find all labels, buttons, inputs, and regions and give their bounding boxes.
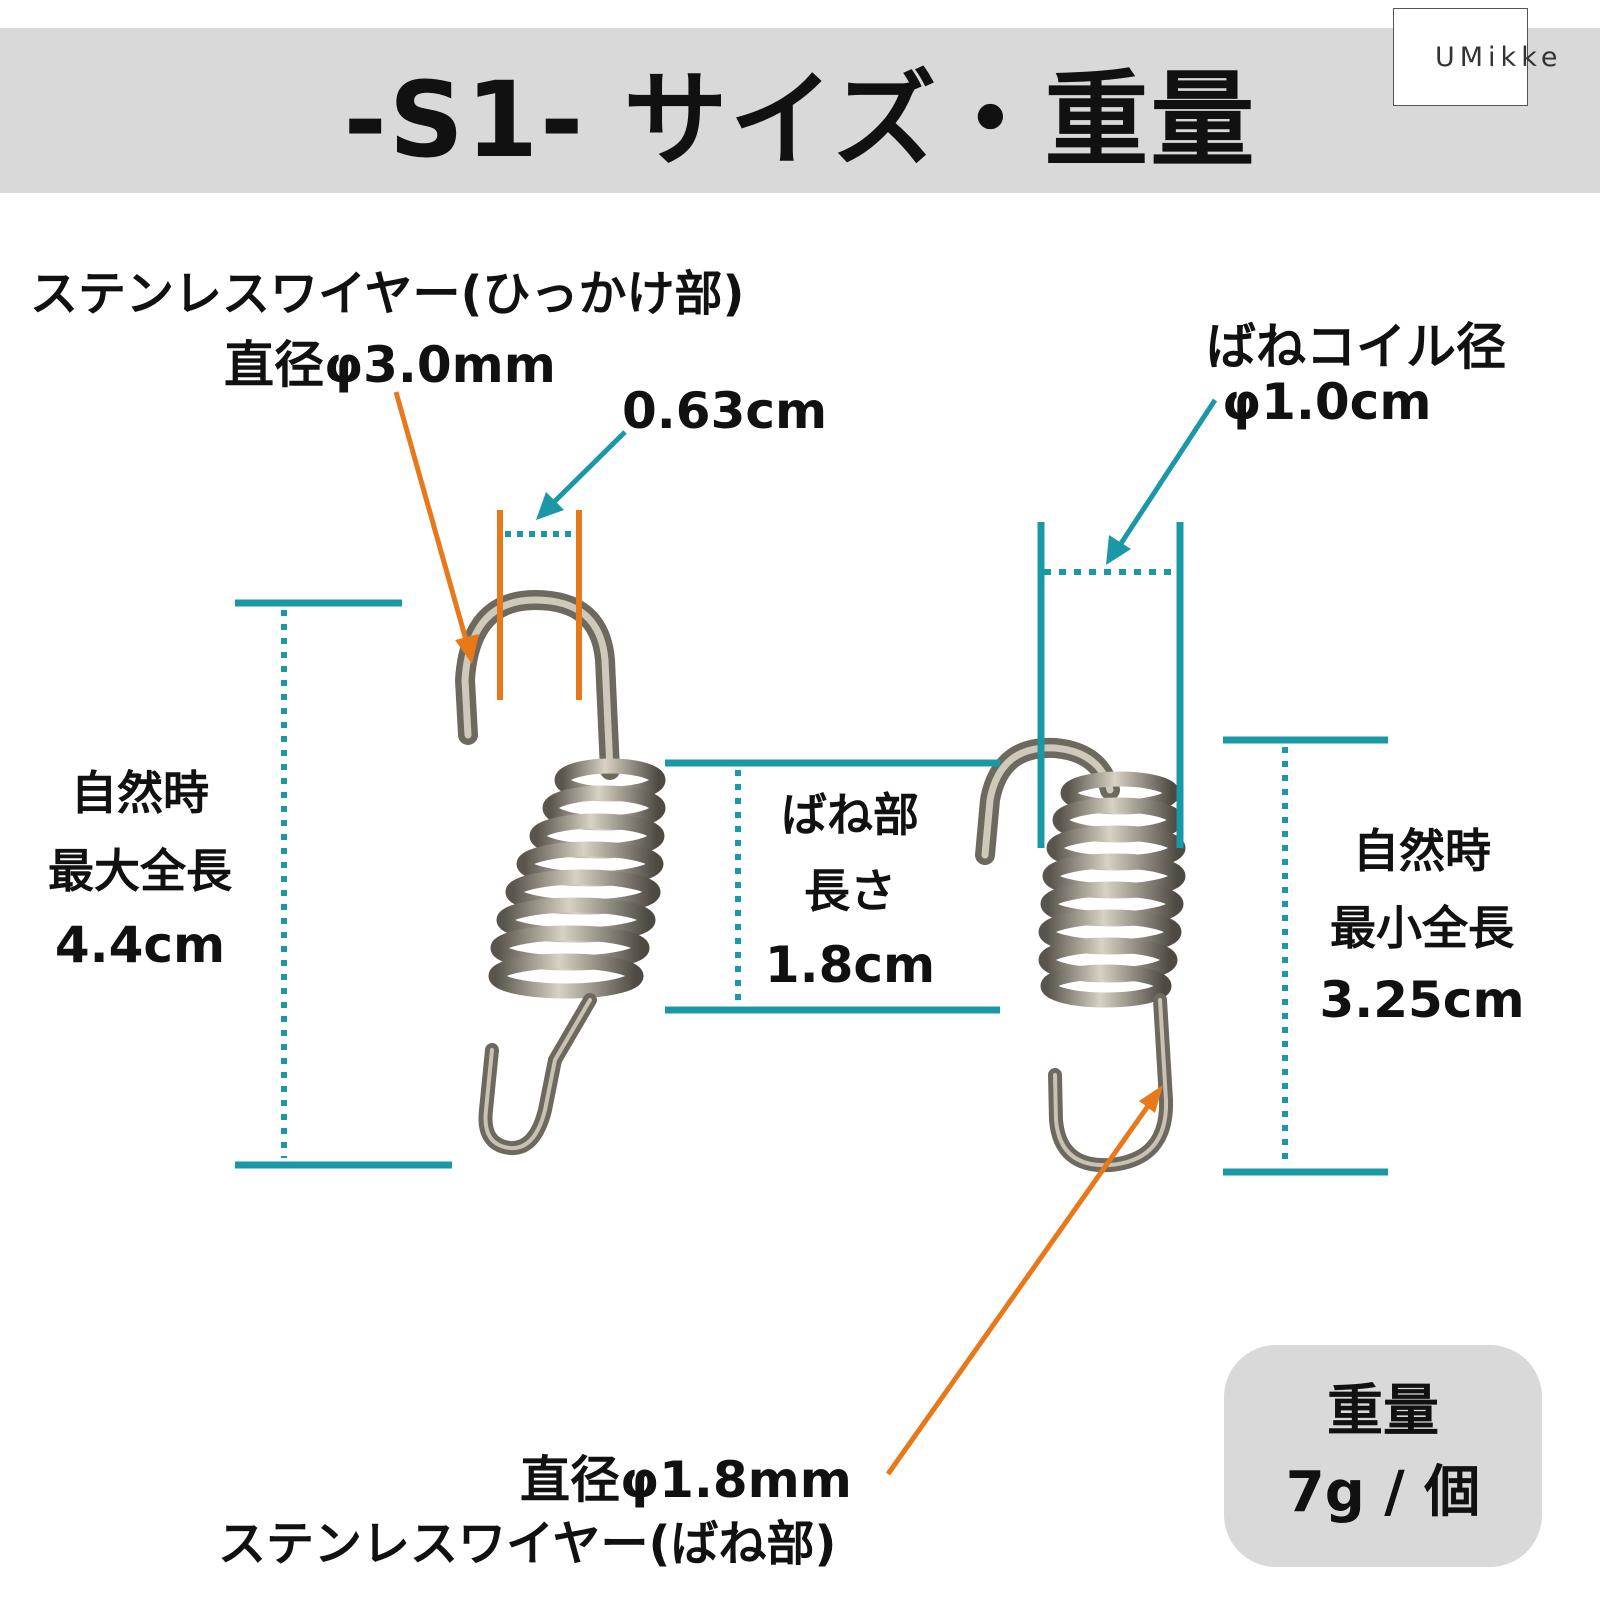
spring-length-value: 1.8cm bbox=[764, 936, 936, 994]
max-length-line2: 最大全長 bbox=[48, 844, 232, 898]
coil-diameter-arrow-shaft bbox=[1117, 398, 1218, 547]
spring-extended-coils bbox=[488, 758, 666, 999]
min-length-value: 3.25cm bbox=[1319, 971, 1525, 1029]
hook-gap-arrow-head bbox=[536, 492, 564, 520]
spring-wire-arrow-head bbox=[1139, 1085, 1163, 1113]
hook-wire-name-label: ステンレスワイヤー(ひっかけ部) bbox=[30, 266, 745, 322]
spring-wire-diameter-label: 直径φ1.8mm bbox=[520, 1451, 852, 1509]
hook-wire-arrow-head bbox=[455, 634, 479, 664]
spring-relaxed bbox=[975, 737, 1186, 1173]
max-length-value: 4.4cm bbox=[54, 916, 226, 974]
spring-length-line1: ばね部 bbox=[781, 788, 919, 842]
weight-value: 7g / 個 bbox=[1285, 1460, 1481, 1525]
min-length-line1: 自然時 bbox=[1353, 824, 1491, 878]
weight-label: 重量 bbox=[1327, 1379, 1439, 1444]
hook-gap-arrow-shaft bbox=[550, 430, 627, 506]
weight-badge bbox=[1224, 1345, 1542, 1567]
spring-relaxed-coils bbox=[1038, 771, 1186, 1008]
brand-logo-frame bbox=[1393, 8, 1528, 106]
spring-wire-arrow-shaft bbox=[885, 1104, 1151, 1476]
max-length-line1: 自然時 bbox=[71, 766, 209, 820]
hook-gap-label: 0.63cm bbox=[622, 382, 828, 440]
hook-wire-diameter-label: 直径φ3.0mm bbox=[224, 336, 556, 394]
coil-diameter-arrow-head bbox=[1106, 535, 1131, 565]
spring-extended bbox=[454, 589, 666, 1156]
coil-diameter-value: φ1.0cm bbox=[1222, 373, 1432, 431]
coil-diameter-label: ばねコイル径 bbox=[1206, 318, 1506, 376]
min-length-line2: 最小全長 bbox=[1330, 901, 1514, 955]
dimension-lines bbox=[235, 398, 1388, 1176]
brand-logo: UMikke bbox=[1435, 42, 1563, 73]
spring-wire-name-label: ステンレスワイヤー(ばね部) bbox=[218, 1516, 837, 1572]
spring-length-line2: 長さ bbox=[804, 864, 896, 918]
hook-wire-arrow-shaft bbox=[393, 391, 469, 641]
title-banner bbox=[0, 28, 1600, 193]
page-title: -S1- サイズ・重量 bbox=[343, 59, 1257, 181]
orange-annotations bbox=[393, 391, 1163, 1476]
